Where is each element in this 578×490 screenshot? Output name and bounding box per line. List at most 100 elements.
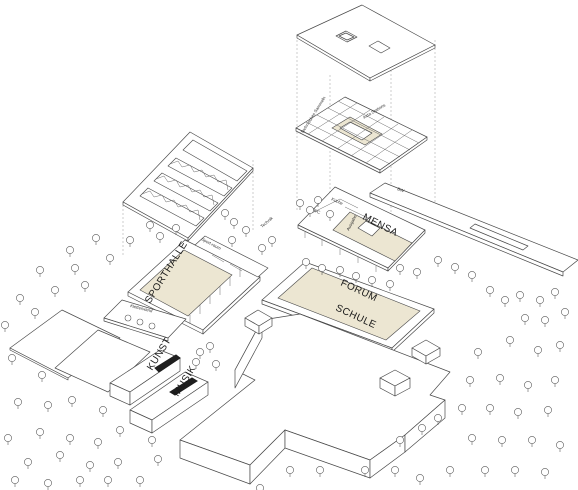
tree-icon	[302, 258, 310, 269]
trees	[1, 196, 569, 490]
tree-icon	[516, 291, 524, 302]
tree-icon	[66, 434, 74, 445]
tree-icon	[38, 371, 46, 382]
roof-skylight-left	[335, 30, 358, 43]
tree-icon	[561, 308, 569, 319]
tree-icon	[496, 374, 504, 385]
tree-icon	[94, 438, 102, 449]
tree-icon	[416, 474, 424, 485]
tree-icon	[534, 346, 542, 357]
tree-icon	[511, 466, 519, 477]
label-technik: Technik	[259, 215, 274, 229]
tree-icon	[44, 479, 52, 490]
tree-icon	[114, 458, 122, 469]
tree-icon	[451, 263, 459, 274]
tree-icon	[536, 296, 544, 307]
tree-icon	[172, 224, 180, 235]
tree-icon	[434, 414, 442, 425]
tree-icon	[44, 401, 52, 412]
roof-truss-3	[139, 187, 205, 227]
tree-icon	[56, 451, 64, 462]
tree-icon	[221, 209, 229, 220]
roof-skylight-right	[368, 40, 391, 54]
tree-icon	[76, 476, 84, 487]
sports-fields	[9, 309, 151, 393]
tree-icon	[71, 264, 79, 275]
sporthalle-roof	[122, 131, 254, 242]
tree-icon	[154, 455, 162, 466]
mensa-floor: MENSA Küche WC Ausgabe	[297, 186, 426, 272]
tree-icon	[368, 276, 376, 287]
tree-icon	[16, 294, 24, 305]
tree-icon	[104, 476, 112, 487]
tree-icon	[92, 234, 100, 245]
tree-icon	[521, 314, 529, 325]
tree-icon	[506, 336, 514, 347]
tree-icon	[316, 466, 324, 477]
tree-icon	[481, 466, 489, 477]
tree-icon	[498, 436, 506, 447]
tree-icon	[501, 296, 509, 307]
tree-icon	[68, 396, 76, 407]
tree-icon	[446, 466, 454, 477]
tree-icon	[81, 281, 89, 292]
tree-icon	[196, 348, 204, 359]
tree-icon	[1, 321, 9, 332]
tree-icon	[314, 196, 322, 207]
tree-icon	[36, 428, 44, 439]
tree-icon	[4, 434, 12, 445]
tree-icon	[192, 358, 200, 369]
tree-icon	[541, 316, 549, 327]
tree-icon	[396, 264, 404, 275]
tree-icon	[391, 466, 399, 477]
tree-icon	[336, 266, 344, 277]
tree-icon	[352, 272, 360, 283]
schule: SCHULE	[179, 303, 451, 485]
tree-icon	[551, 288, 559, 299]
bw-bar: BW	[369, 182, 578, 277]
tree-icon	[148, 436, 156, 447]
label-wc: WC	[313, 207, 322, 215]
tree-icon	[11, 476, 19, 487]
roof-truss-1	[167, 157, 233, 197]
tree-icon	[556, 441, 564, 452]
sporthalle-columns	[189, 268, 241, 324]
tree-icon	[474, 348, 482, 359]
tree-icon	[31, 308, 39, 319]
tree-icon	[544, 406, 552, 417]
tree-icon	[361, 466, 369, 477]
tree-icon	[136, 476, 144, 487]
tree-icon	[486, 404, 494, 415]
tree-icon	[228, 236, 236, 247]
tree-icon	[468, 271, 476, 282]
tree-icon	[156, 232, 164, 243]
tree-icon	[434, 256, 442, 267]
tree-icon	[256, 484, 264, 490]
tree-icon	[66, 246, 74, 257]
tree-icon	[528, 436, 536, 447]
tree-icon	[8, 354, 16, 365]
tree-icon	[126, 236, 134, 247]
label-kueche: Küche	[331, 196, 345, 206]
kunst: KUNST	[109, 336, 181, 406]
tree-icon	[413, 268, 421, 279]
tree-icon	[514, 408, 522, 419]
roof-plate	[296, 4, 436, 82]
tree-icon	[306, 206, 314, 217]
label-kletterwand: Kletterwand	[130, 303, 154, 313]
tree-icon	[418, 424, 426, 435]
tree-icon	[116, 426, 124, 437]
tree-icon	[242, 226, 250, 237]
tree-icon	[466, 376, 474, 387]
tree-icon	[51, 286, 59, 297]
tree-icon	[486, 286, 494, 297]
mensa-columns	[304, 232, 377, 272]
tree-icon	[318, 264, 326, 275]
tree-icon	[99, 406, 107, 417]
tree-icon	[258, 244, 266, 255]
tree-icon	[386, 280, 394, 291]
tree-icon	[468, 434, 476, 445]
tree-icon	[268, 236, 276, 247]
